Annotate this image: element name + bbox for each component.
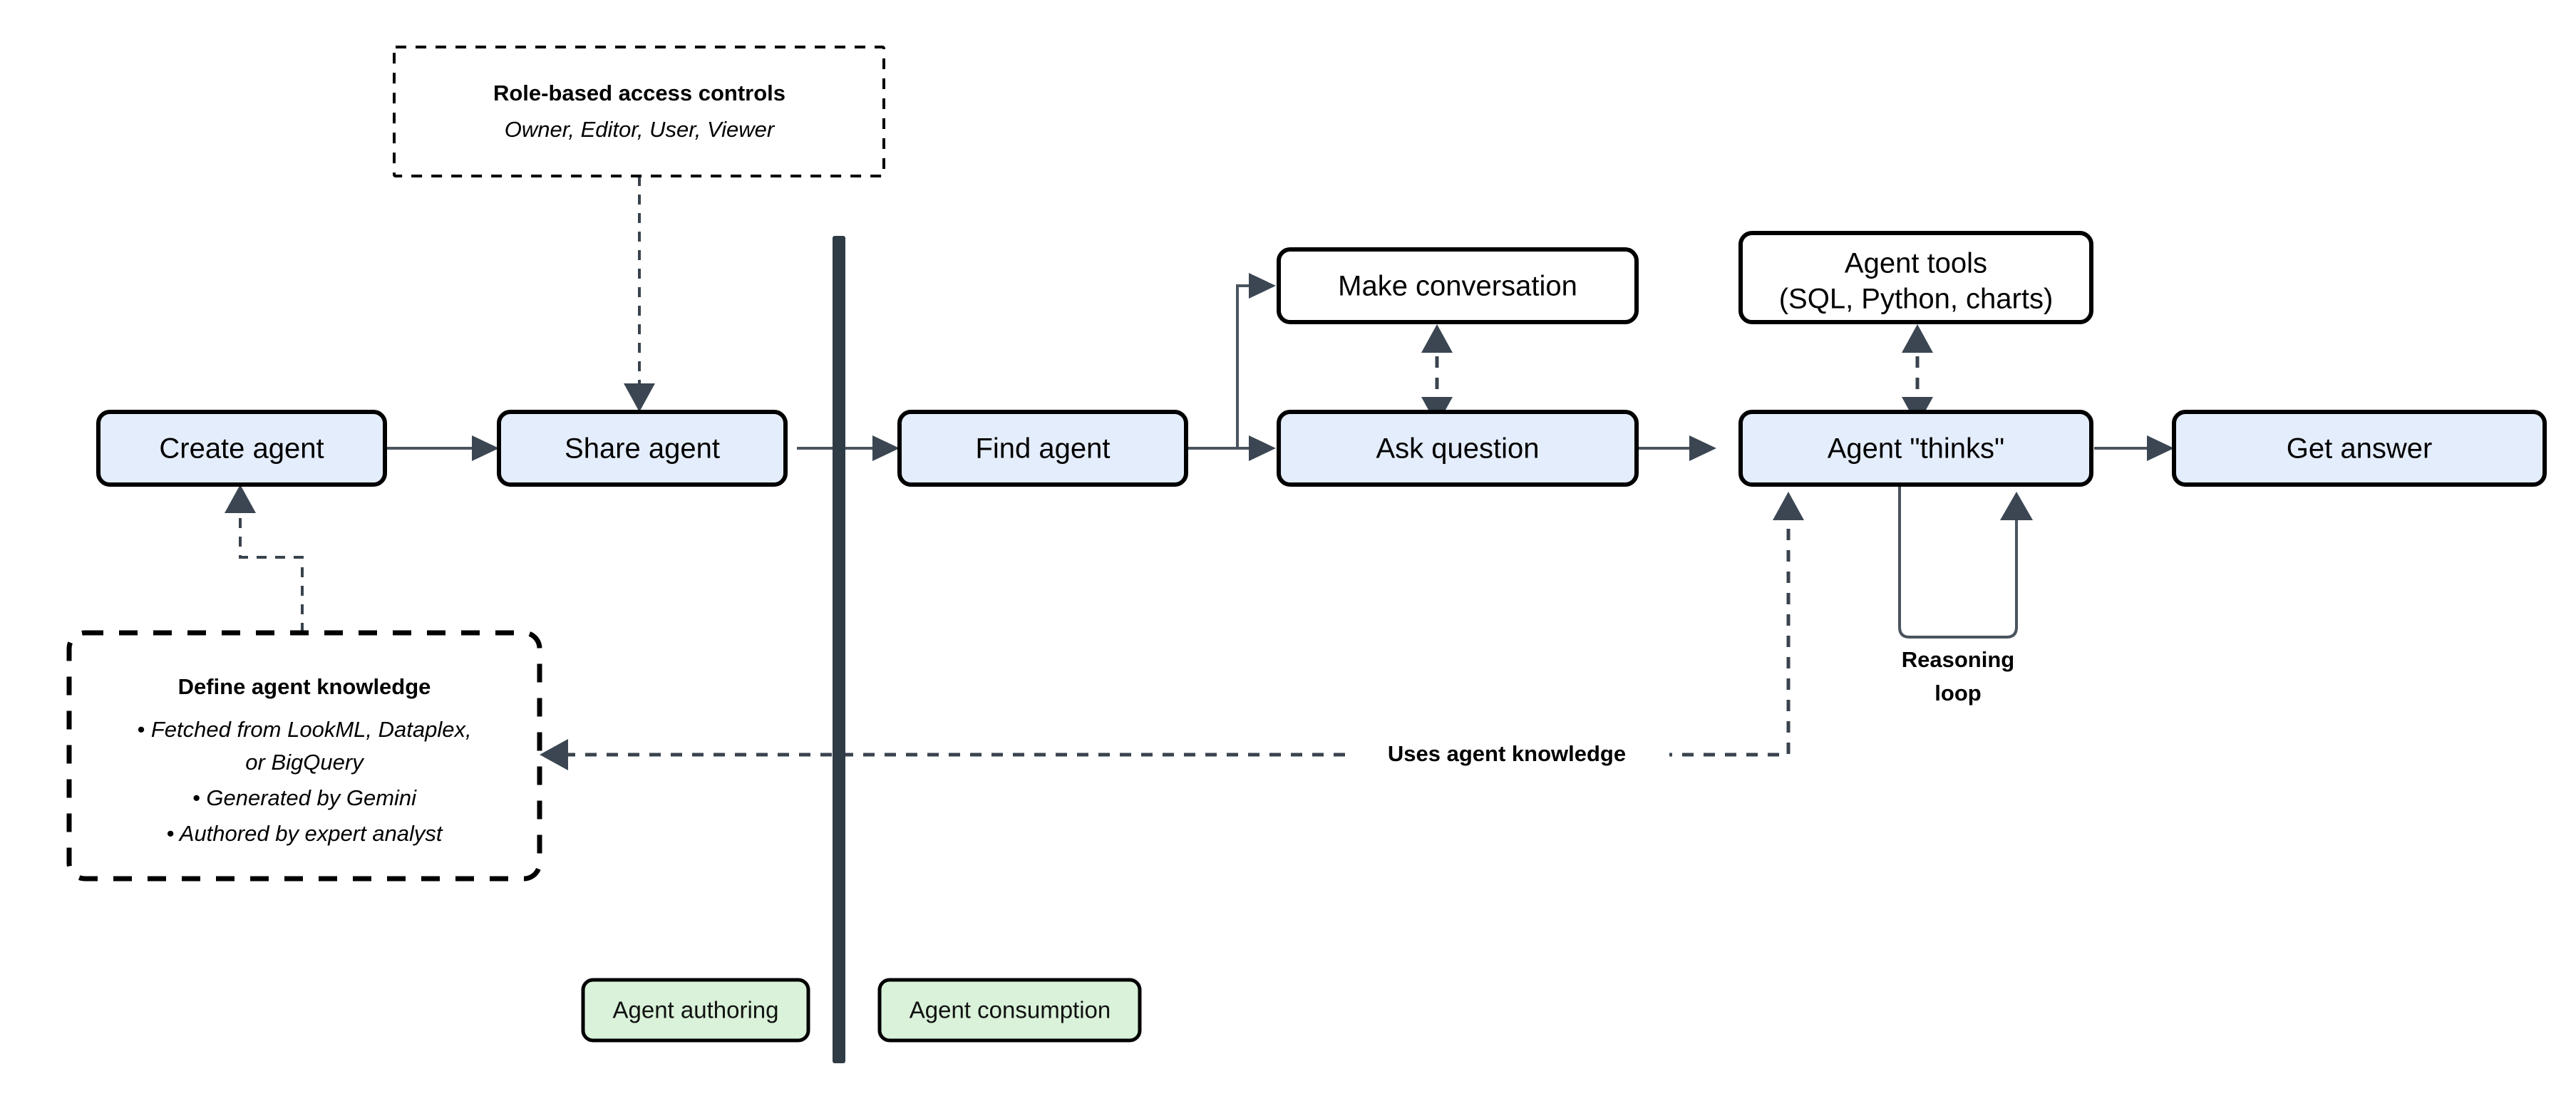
node-find-agent-label: Find agent: [975, 433, 1110, 465]
knowledge-note-bullet-3: • Authored by expert analyst: [166, 821, 443, 846]
node-find-agent[interactable]: Find agent: [897, 410, 1188, 487]
node-agent-tools-label-line2: (SQL, Python, charts): [1779, 284, 2054, 315]
edge-agent-thinks-to-get-answer: [2094, 435, 2174, 461]
edge-label-reasoning-loop: Reasoning loop: [1902, 647, 2014, 706]
node-agent-tools-label-line1: Agent tools: [1845, 248, 1987, 279]
edge-uses-agent-knowledge: [540, 492, 1804, 770]
reasoning-loop-text-line2: loop: [1934, 681, 1981, 706]
node-get-answer[interactable]: Get answer: [2172, 410, 2547, 487]
knowledge-note-title: Define agent knowledge: [178, 674, 431, 699]
edge-label-uses-agent-knowledge: Uses agent knowledge: [1345, 738, 1669, 773]
legend-agent-authoring[interactable]: Agent authoring: [581, 978, 810, 1043]
edge-share-to-find: [797, 435, 900, 461]
node-agent-thinks-label: Agent "thinks": [1828, 433, 2005, 465]
node-share-agent[interactable]: Share agent: [497, 410, 788, 487]
node-agent-tools[interactable]: Agent tools (SQL, Python, charts): [1738, 231, 2093, 324]
note-role-based-access-controls: Role-based access controls Owner, Editor…: [393, 46, 885, 177]
edge-create-to-share: [386, 435, 499, 461]
note-define-agent-knowledge: Define agent knowledge • Fetched from Lo…: [66, 630, 542, 882]
node-create-agent-label: Create agent: [159, 433, 324, 465]
node-create-agent[interactable]: Create agent: [96, 410, 387, 487]
edge-reasoning-loop: [1898, 486, 2033, 639]
node-get-answer-label: Get answer: [2287, 433, 2433, 465]
section-divider: [833, 236, 845, 1063]
uses-agent-knowledge-text: Uses agent knowledge: [1388, 741, 1626, 766]
edge-rbac-to-share-agent: [624, 176, 655, 412]
node-ask-question-label: Ask question: [1376, 433, 1539, 465]
node-make-conversation[interactable]: Make conversation: [1277, 247, 1639, 324]
rbac-note-subtitle: Owner, Editor, User, Viewer: [505, 117, 776, 142]
edge-find-to-ask-question: [1186, 435, 1276, 461]
node-ask-question[interactable]: Ask question: [1277, 410, 1639, 487]
legend-agent-authoring-label: Agent authoring: [612, 997, 778, 1023]
node-agent-thinks[interactable]: Agent "thinks": [1738, 410, 2093, 487]
legend-agent-consumption[interactable]: Agent consumption: [877, 978, 1142, 1043]
rbac-note-title: Role-based access controls: [493, 81, 785, 105]
knowledge-note-bullet-2: • Generated by Gemini: [192, 785, 417, 810]
edge-knowledge-to-create-agent: [225, 485, 304, 633]
node-share-agent-label: Share agent: [565, 433, 720, 465]
reasoning-loop-text-line1: Reasoning: [1902, 647, 2014, 672]
legend-agent-consumption-label: Agent consumption: [910, 997, 1111, 1023]
knowledge-note-bullet-0: • Fetched from LookML, Dataplex,: [137, 717, 471, 742]
edge-find-to-make-conversation: [1186, 273, 1276, 450]
node-make-conversation-label: Make conversation: [1338, 271, 1577, 302]
knowledge-note-bullet-1: or BigQuery: [245, 750, 365, 775]
